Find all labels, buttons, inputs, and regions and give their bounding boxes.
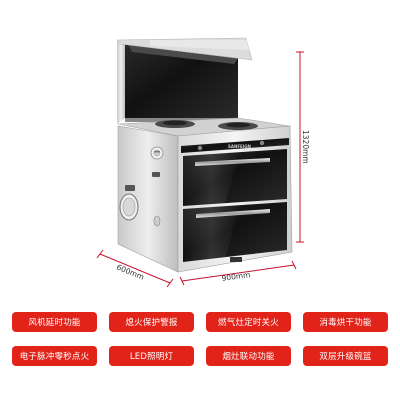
tower-glass-back: [125, 44, 238, 118]
tower-top-cap: [116, 37, 253, 61]
cabinet-front: SANFEIGN: [177, 125, 293, 273]
vent-slot: [152, 172, 160, 177]
width-dimension-line: [181, 264, 295, 282]
feature-badge: 燃气灶定时关火: [206, 312, 291, 332]
feature-badge: 熄火保护警报: [109, 312, 194, 332]
range-hood-tower: [116, 37, 253, 124]
feature-badge: 风机延时功能: [12, 312, 97, 332]
cabinet-left-side: [117, 125, 179, 273]
upper-drawer-handle: [195, 158, 270, 166]
feature-badge: 电子脉冲零秒点火: [12, 346, 97, 366]
depth-dimension-line: [99, 253, 171, 284]
tower-glass-top-edge: [128, 44, 238, 64]
feature-badge: 烟灶联动功能: [206, 346, 291, 366]
feature-grid: 风机延时功能 熄火保护警报 燃气灶定时关火 消毒烘干功能 电子脉冲零秒点火 LE…: [12, 312, 388, 366]
depth-label: 600mm: [115, 263, 145, 282]
width-label: 900mm: [221, 270, 251, 283]
height-label: 1320mm: [301, 130, 310, 164]
brand-label: SANFEIGN: [228, 144, 251, 149]
control-knob-left-icon: [197, 145, 203, 151]
cooktop: [117, 117, 291, 137]
tower-side-panel: [117, 40, 125, 124]
feature-badge: LED照明灯: [109, 346, 194, 366]
feature-badge: 双层升级碗篮: [303, 346, 388, 366]
tower-highlight: [150, 40, 252, 50]
control-knob-right-icon: [259, 140, 265, 146]
base-badge: [230, 257, 242, 262]
lower-drawer-handle: [196, 209, 270, 218]
feature-badge: 消毒烘干功能: [303, 312, 388, 332]
